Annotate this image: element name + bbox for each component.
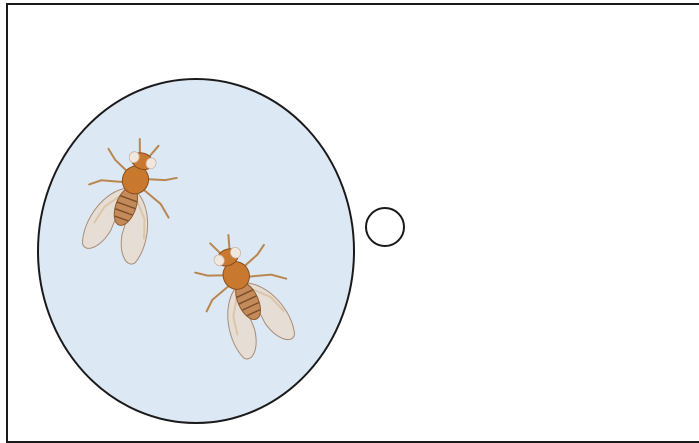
petri-dish (38, 79, 354, 423)
small-circle (366, 208, 404, 246)
diagram-canvas (0, 0, 699, 430)
